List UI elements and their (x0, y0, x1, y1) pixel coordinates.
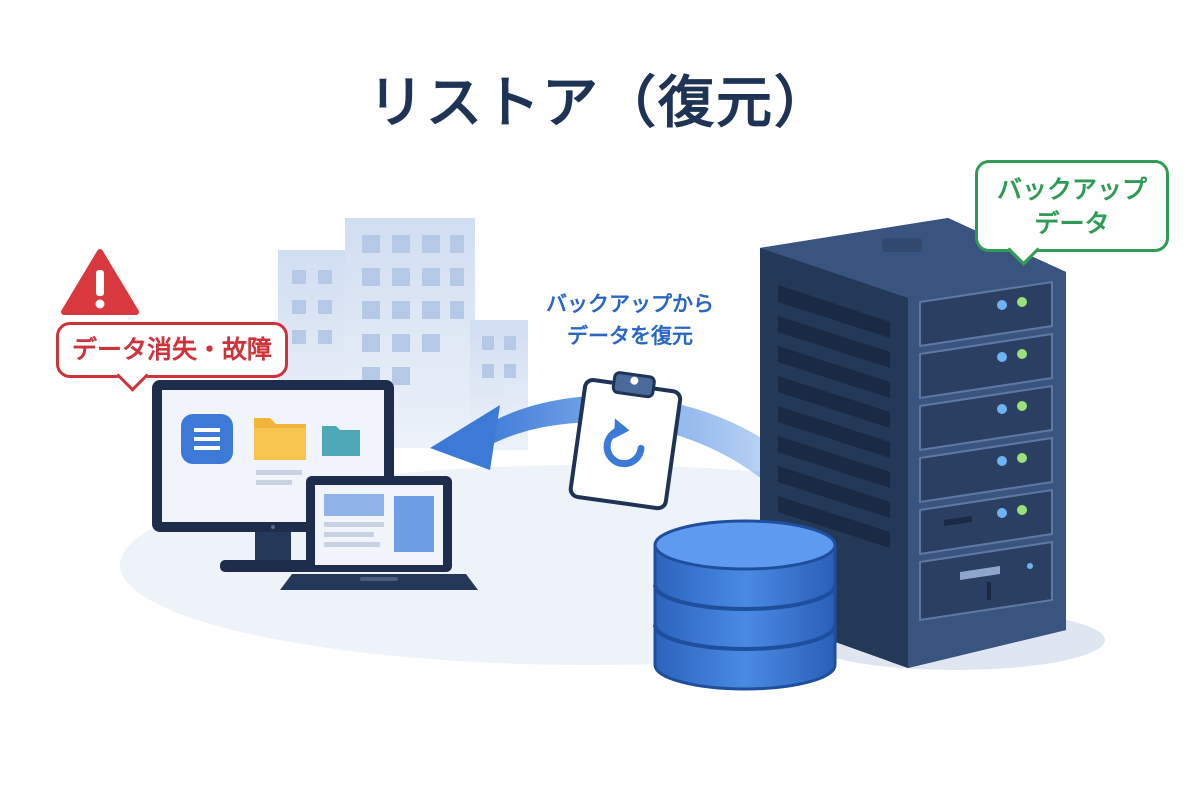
restore-flow-label-line1: バックアップから (546, 292, 714, 316)
backup-data-callout: バックアップ データ (975, 160, 1169, 266)
page-title: リストア（復元） (368, 71, 832, 136)
server-rack-icon (760, 218, 1066, 668)
data-loss-label: データ消失・故障 (71, 335, 272, 364)
laptop-icon (280, 476, 478, 590)
restore-clipboard-icon (568, 371, 683, 511)
restore-flow-label: バックアップから データを復元 (520, 288, 740, 352)
data-loss-callout: データ消失・故障 (56, 322, 288, 392)
warning-triangle-icon (61, 249, 139, 315)
backup-data-label-line1: バックアップ (996, 175, 1147, 204)
database-icon (653, 519, 837, 691)
restore-flow-label-line2: データを復元 (567, 324, 693, 348)
backup-data-label-line2: データ (1034, 209, 1110, 238)
